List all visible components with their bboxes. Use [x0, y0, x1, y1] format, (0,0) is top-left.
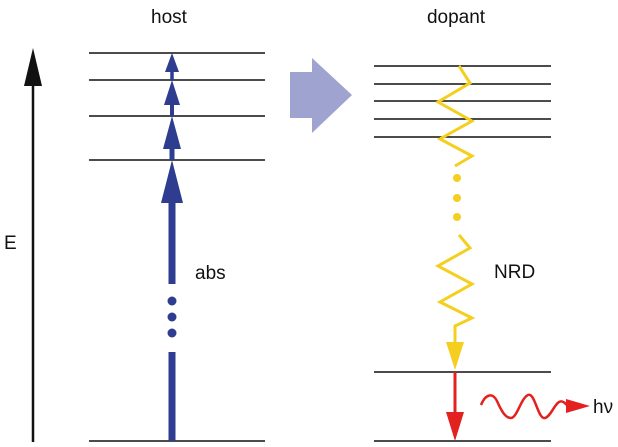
dopant-levels [374, 65, 551, 442]
absorption-arrow [161, 53, 183, 441]
nrd-zigzag-lower [434, 234, 476, 343]
absorption-arrowhead [163, 116, 181, 149]
dopant-title: dopant [427, 7, 486, 28]
host-title: host [151, 7, 188, 28]
absorption-label: abs [195, 263, 226, 284]
energy-axis [24, 48, 42, 442]
photon-label: hν [593, 397, 613, 418]
nrd-ellipsis-dot [453, 213, 461, 221]
absorption-arrowhead [164, 80, 180, 105]
absorption-ellipsis-dot [167, 328, 177, 338]
nrd-label: NRD [494, 262, 535, 283]
emission-arrowhead [446, 412, 464, 441]
absorption-ellipsis-dot [167, 312, 177, 322]
nrd-ellipsis-dot [453, 174, 461, 182]
absorption-ellipsis-dot [167, 296, 177, 306]
nrd-arrowhead [446, 342, 464, 370]
emission-arrow [446, 372, 464, 441]
nrd-zigzag-upper [434, 65, 476, 168]
absorption-arrowhead [161, 160, 183, 203]
host-levels [89, 52, 265, 442]
energy-axis-label: E [4, 233, 17, 254]
photon-arrowhead [566, 399, 590, 413]
transfer-arrow [290, 58, 352, 133]
nrd-path [434, 65, 476, 370]
nrd-ellipsis-dot [453, 194, 461, 202]
photon-wave [479, 393, 590, 420]
absorption-arrowhead [165, 53, 179, 72]
